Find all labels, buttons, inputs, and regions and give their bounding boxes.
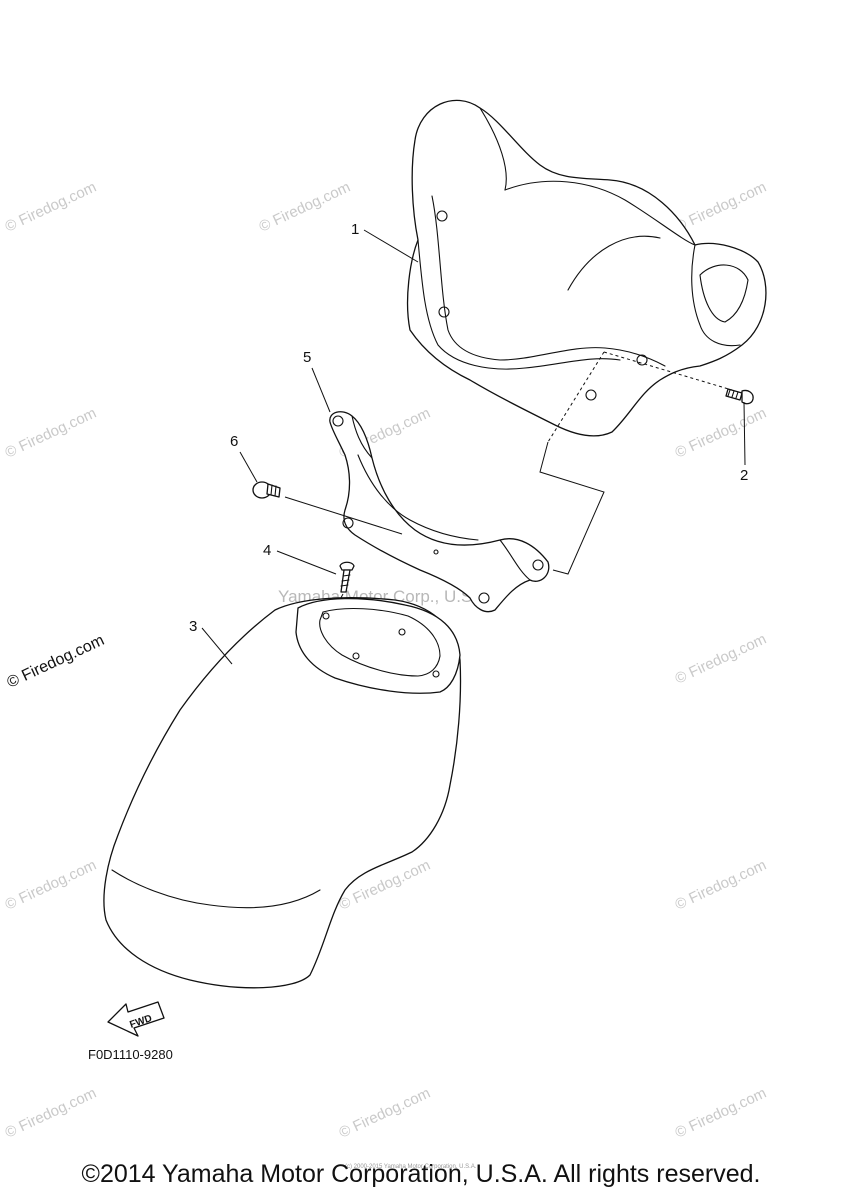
callout-label: 4 [263, 542, 271, 559]
watermark: © Firedog.com [673, 857, 770, 914]
callout-label: 5 [303, 349, 311, 366]
fwd-arrow-icon: FWD [107, 1001, 165, 1037]
watermark: © Firedog.com [337, 1085, 434, 1142]
watermark: © Firedog.com [673, 179, 770, 236]
seat-part-1 [406, 99, 767, 437]
bolt-part-2 [725, 388, 754, 405]
watermark: © Firedog.com [3, 405, 100, 462]
watermark: © Firedog.com [673, 405, 770, 462]
watermark: © Firedog.com [3, 1085, 100, 1142]
callout-label: 3 [189, 618, 197, 635]
copyright-notice: ©2014 Yamaha Motor Corporation, U.S.A. A… [81, 1160, 761, 1188]
bolt-part-6 [252, 481, 403, 535]
callout-6: 6 [230, 433, 258, 483]
watermark: © Firedog.com [257, 179, 354, 236]
watermark: © Firedog.com [673, 1085, 770, 1142]
bracket-part-5 [329, 411, 550, 613]
callout-5: 5 [303, 349, 331, 413]
watermark: © Firedog.com [3, 857, 100, 914]
callout-4: 4 [263, 542, 337, 575]
diagram-code: F0D1110-9280 [88, 1047, 173, 1062]
watermark: © Firedog.com [673, 631, 770, 688]
watermark: © Firedog.com [3, 179, 100, 236]
watermark: © Firedog.com [5, 632, 107, 692]
cover-part-3 [103, 597, 462, 989]
callout-label: 6 [230, 433, 238, 450]
callout-2: 2 [740, 401, 748, 484]
callout-label: 2 [740, 467, 748, 484]
callout-3: 3 [189, 618, 233, 665]
callout-1: 1 [351, 221, 419, 263]
small-print: (c) 2000-2015 Yamaha Motor Corporation, … [345, 1164, 477, 1170]
callout-label: 1 [351, 221, 359, 238]
